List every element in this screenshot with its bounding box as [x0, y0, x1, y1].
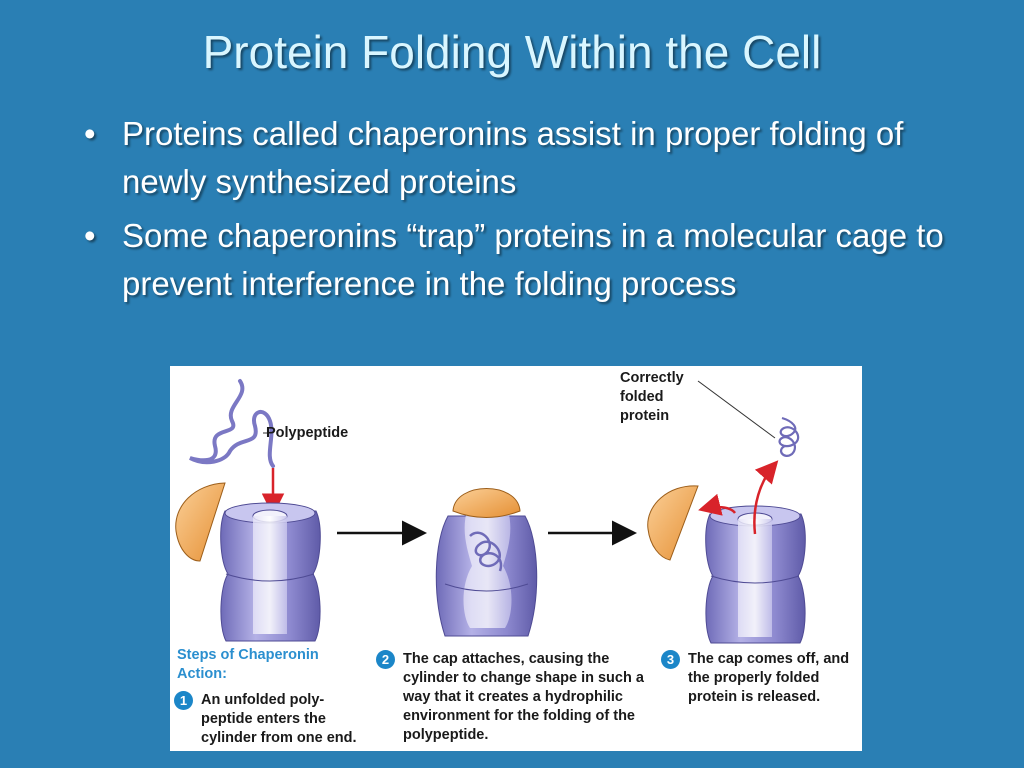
cylinder-core	[738, 519, 772, 637]
bullet-text: Proteins called chaperonins assist in pr…	[122, 115, 904, 200]
cap-released	[647, 485, 699, 561]
step-number-2: 2	[376, 650, 395, 669]
unfolded-polypeptide	[189, 379, 275, 468]
cylinder-core	[253, 516, 287, 634]
steps-heading: Steps of Chaperonin Action:	[177, 647, 319, 682]
step-1-text: An unfolded poly- peptide enters the cyl…	[201, 692, 357, 746]
folded-protein-leader-line	[697, 380, 776, 439]
bullet-item: • Proteins called chaperonins assist in …	[78, 110, 958, 206]
bullet-dot: •	[84, 115, 96, 152]
chaperonin-diagram	[175, 379, 806, 644]
step-2-text: The cap attaches, causing the cylinder t…	[403, 651, 644, 743]
stage-1-unfolded-entry	[175, 379, 321, 642]
folded-protein-label-line2: folded	[620, 389, 664, 405]
chaperonin-figure: Polypeptide Correctly folded protein Ste…	[170, 366, 862, 751]
step-number-3: 3	[661, 650, 680, 669]
cap-detached	[175, 482, 226, 562]
folded-protein-label-line3: protein	[620, 408, 670, 424]
folded-protein-label-line1: Correctly	[620, 370, 684, 386]
bullet-text: Some chaperonins “trap” proteins in a mo…	[122, 217, 944, 302]
red-cap-release-arrow	[698, 493, 737, 516]
bullet-item: • Some chaperonins “trap” proteins in a …	[78, 212, 958, 308]
stage-3-release	[647, 380, 806, 644]
step-number-1: 1	[174, 691, 193, 710]
step-3-text: The cap comes off, and the properly fold…	[688, 651, 850, 705]
folding-polypeptide	[469, 531, 503, 572]
slide-title: Protein Folding Within the Cell	[202, 26, 822, 78]
bullet-list: • Proteins called chaperonins assist in …	[78, 110, 958, 314]
red-protein-release-arrow	[753, 460, 779, 535]
polypeptide-label: Polypeptide	[266, 425, 349, 441]
folded-protein	[778, 416, 800, 457]
bullet-dot: •	[84, 217, 96, 254]
stage-2-capped-folding	[435, 488, 538, 637]
cap-attached	[452, 488, 521, 518]
